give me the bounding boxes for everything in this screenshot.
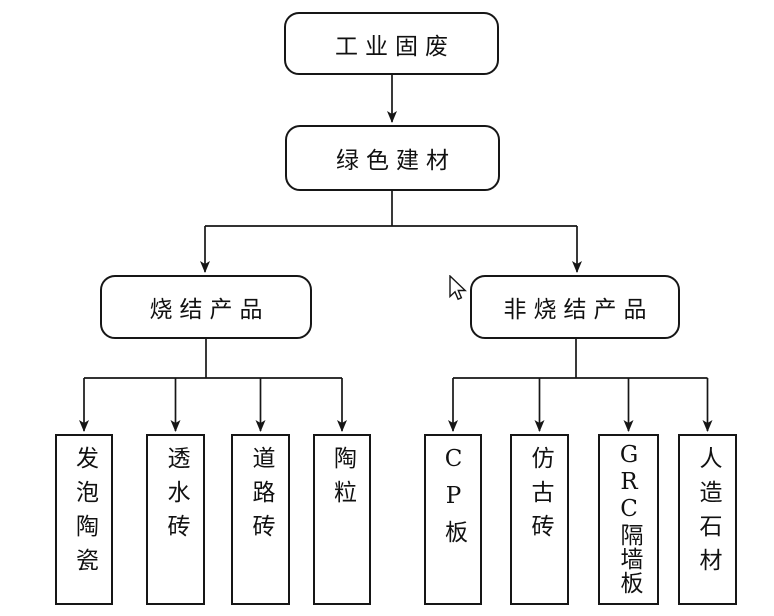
node-green-building-materials: 绿色建材	[285, 125, 500, 191]
leaf-label: 人造石材	[695, 446, 721, 582]
leaf-cp-board: CP板	[424, 434, 482, 605]
leaf-foamed-ceramics: 发泡陶瓷	[55, 434, 113, 605]
leaf-ceramsite: 陶粒	[313, 434, 371, 605]
node-non-sintered-products: 非烧结产品	[470, 275, 680, 339]
leaf-label: 道路砖	[248, 446, 274, 548]
leaf-permeable-brick: 透水砖	[146, 434, 205, 605]
leaf-grc-partition-board: GRC隔墙板	[598, 434, 659, 605]
leaf-label: 仿古砖	[527, 446, 553, 548]
node-sintered-products: 烧结产品	[100, 275, 312, 339]
mouse-cursor-icon	[449, 275, 467, 301]
leaf-label: GRC隔墙板	[616, 442, 642, 595]
leaf-road-brick: 道路砖	[231, 434, 290, 605]
leaf-artificial-stone: 人造石材	[678, 434, 737, 605]
leaf-label: 透水砖	[163, 446, 189, 548]
leaf-antique-brick: 仿古砖	[510, 434, 569, 605]
leaf-label: CP板	[440, 446, 467, 554]
node-industrial-solid-waste: 工业固废	[284, 12, 499, 75]
leaf-label: 陶粒	[329, 446, 356, 514]
leaf-label: 发泡陶瓷	[71, 446, 98, 582]
